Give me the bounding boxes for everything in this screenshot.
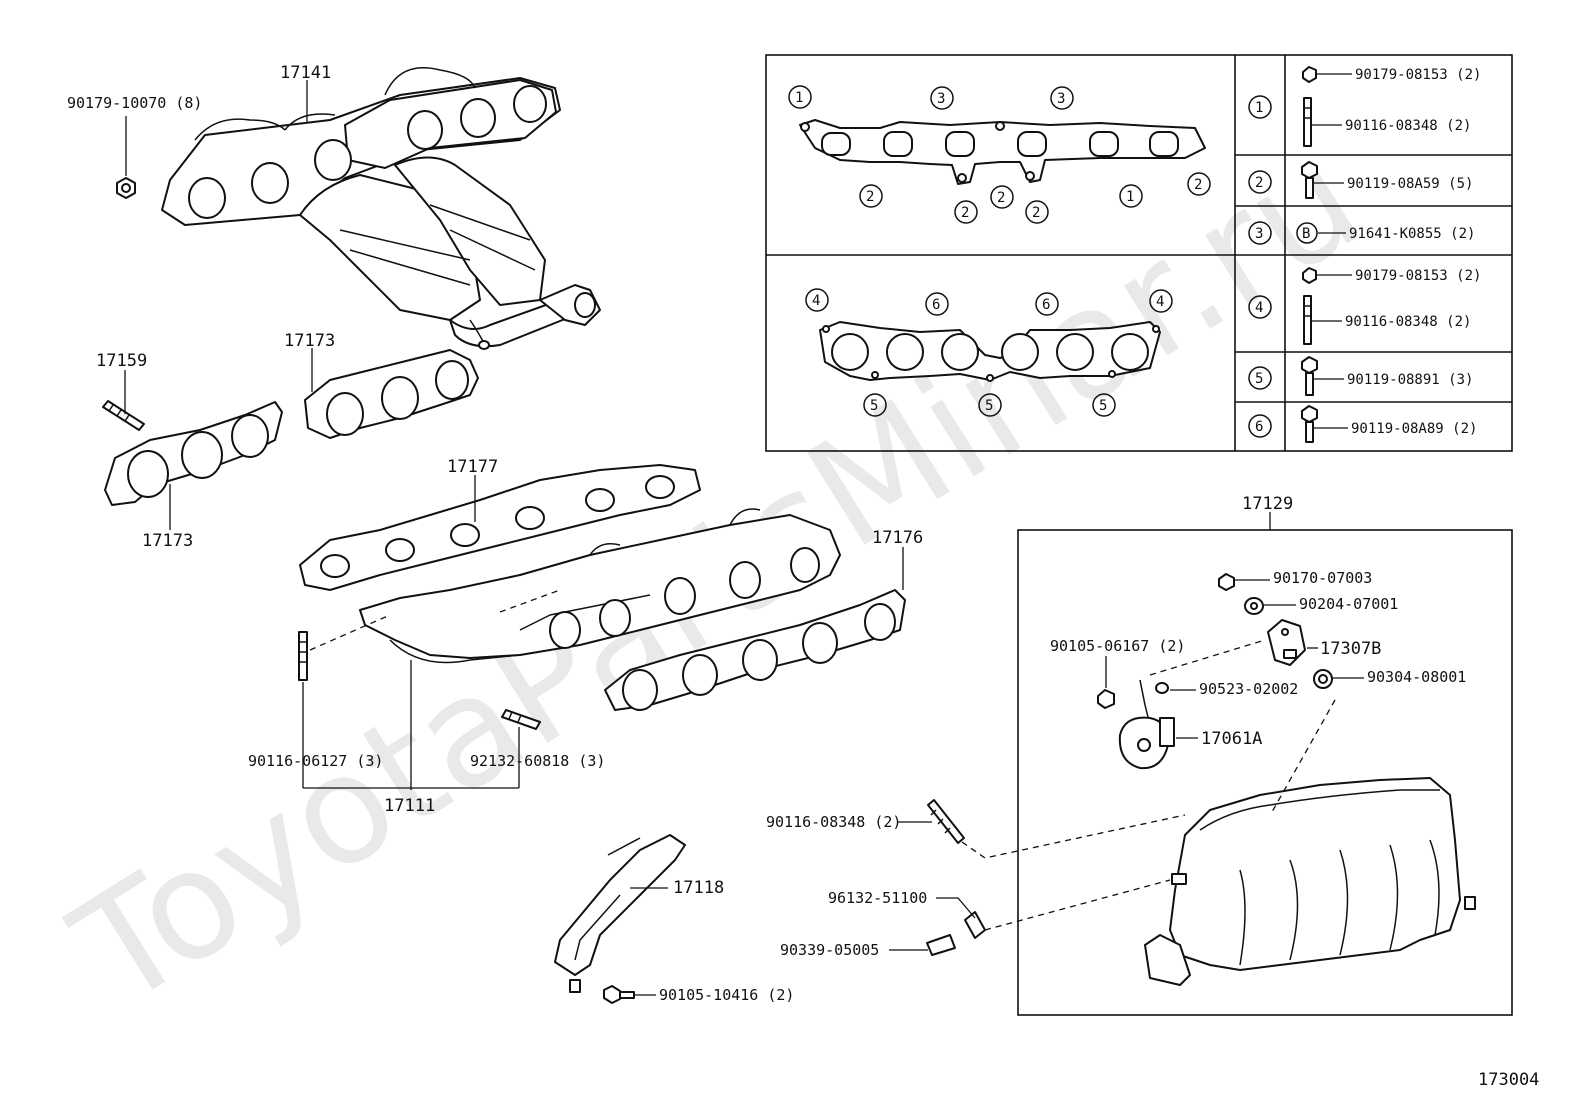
label-90116-06127: 90116-06127 (3): [248, 752, 383, 770]
bolt-icon: [1097, 689, 1115, 709]
svg-text:2: 2: [1194, 177, 1202, 193]
manifold-stay: [554, 834, 686, 993]
svg-text:2: 2: [997, 190, 1005, 206]
stud-icon: [927, 799, 965, 844]
intake-assy-box: [1017, 529, 1513, 1016]
label-92132-60818: 92132-60818 (3): [470, 752, 605, 770]
legend-markers-mid: 4 6 6 4 5 5 5: [805, 288, 1173, 417]
label-90179-10070: 90179-10070 (8): [67, 94, 202, 112]
svg-text:90179-08153 (2): 90179-08153 (2): [1355, 268, 1481, 284]
label-17177: 17177: [447, 457, 498, 477]
svg-text:90116-08348 (2): 90116-08348 (2): [1345, 314, 1471, 330]
svg-text:3: 3: [1057, 91, 1065, 107]
svg-text:5: 5: [1255, 371, 1263, 387]
svg-text:90119-08891 (3): 90119-08891 (3): [1347, 372, 1473, 388]
svg-text:90116-08348 (2): 90116-08348 (2): [1345, 118, 1471, 134]
nut-icon: [116, 177, 136, 199]
bolt-icon: [603, 985, 635, 1004]
label-17176: 17176: [872, 528, 923, 548]
pipe-icon: [926, 934, 956, 956]
diagram-id: 173004: [1478, 1070, 1539, 1090]
gasket-ring-icon: [1313, 669, 1333, 689]
vsv-actuator-icon: [1118, 679, 1175, 770]
label-17307B: 17307B: [1320, 639, 1381, 659]
svg-text:2: 2: [1032, 205, 1040, 221]
svg-text:B: B: [1302, 226, 1310, 242]
exhaust-manifold-drawing: [161, 67, 601, 350]
intake-manifold-lower: [359, 508, 841, 664]
label-90204-07001: 90204-07001: [1299, 595, 1398, 613]
label-17111: 17111: [384, 796, 435, 816]
exhaust-gasket-front: [104, 401, 283, 506]
svg-text:90179-08153 (2): 90179-08153 (2): [1355, 67, 1481, 83]
label-90170-07003: 90170-07003: [1273, 569, 1372, 587]
svg-text:4: 4: [812, 293, 820, 309]
label-90339-05005: 90339-05005: [780, 941, 879, 959]
stud-icon: [298, 631, 308, 681]
intake-gasket-17176: [604, 589, 906, 711]
svg-text:4: 4: [1255, 300, 1263, 316]
label-17159: 17159: [96, 351, 147, 371]
nut-icon: [1218, 573, 1235, 591]
svg-text:3: 3: [1255, 226, 1263, 242]
svg-text:1: 1: [1255, 100, 1263, 116]
svg-text:90119-08A59 (5): 90119-08A59 (5): [1347, 176, 1473, 192]
svg-text:2: 2: [1255, 175, 1263, 191]
label-17129: 17129: [1242, 494, 1293, 514]
svg-text:5: 5: [870, 398, 878, 414]
legend-rows: 1 90179-08153 (2) 90116-08348 (2) 2 9011…: [1248, 66, 1481, 443]
washer-icon: [1244, 597, 1264, 615]
stud-icon: [501, 709, 541, 730]
label-90105-10416: 90105-10416 (2): [659, 986, 794, 1004]
label-90116-08348: 90116-08348 (2): [766, 813, 901, 831]
bracket-icon: [1267, 619, 1306, 666]
svg-text:2: 2: [961, 205, 969, 221]
label-96132-51100: 96132-51100: [828, 889, 927, 907]
svg-text:3: 3: [937, 91, 945, 107]
label-90523-02002: 90523-02002: [1199, 680, 1298, 698]
svg-text:4: 4: [1156, 294, 1164, 310]
svg-text:91641-K0855 (2): 91641-K0855 (2): [1349, 226, 1475, 242]
label-17061A: 17061A: [1201, 729, 1262, 749]
hose-icon: [964, 911, 986, 939]
svg-text:90119-08A89 (2): 90119-08A89 (2): [1351, 421, 1477, 437]
label-17173-lower: 17173: [142, 531, 193, 551]
svg-text:1: 1: [795, 90, 803, 106]
intake-manifold-upper: [1144, 777, 1476, 986]
svg-text:6: 6: [1255, 419, 1263, 435]
svg-text:1: 1: [1126, 189, 1134, 205]
stud-icon: [102, 400, 145, 431]
svg-text:6: 6: [932, 297, 940, 313]
label-17141: 17141: [280, 63, 331, 83]
intake-gasket-17177: [299, 464, 701, 591]
svg-text:2: 2: [866, 189, 874, 205]
svg-text:6: 6: [1042, 297, 1050, 313]
label-90304-08001: 90304-08001: [1367, 668, 1466, 686]
exhaust-gasket-rear: [304, 349, 479, 439]
label-17173-upper: 17173: [284, 331, 335, 351]
ring-icon: [1155, 682, 1169, 694]
bolt-legend: [765, 54, 1513, 452]
label-90105-06167: 90105-06167 (2): [1050, 637, 1185, 655]
svg-text:5: 5: [1099, 398, 1107, 414]
label-17118: 17118: [673, 878, 724, 898]
svg-text:5: 5: [985, 398, 993, 414]
legend-markers-top: 1 3 3 2 2 2 2 1 2: [788, 85, 1211, 224]
